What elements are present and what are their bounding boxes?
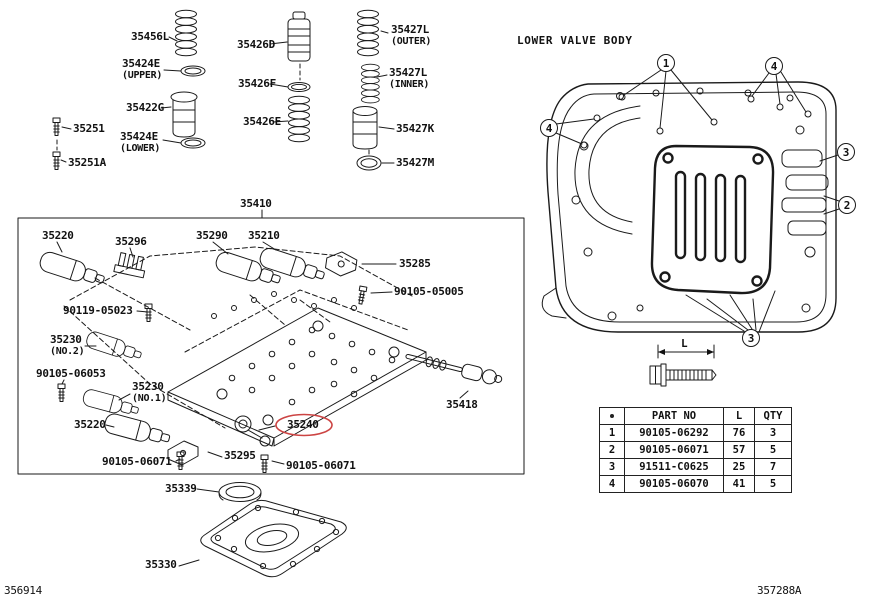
- part-label: 35251A: [68, 156, 106, 169]
- filter-plate: [650, 144, 775, 295]
- assembly-label: 35410: [240, 197, 272, 210]
- bracket-35295: [167, 440, 199, 466]
- part-label: 35230(NO.2): [50, 333, 85, 358]
- part-label: 90105-06071: [102, 455, 172, 468]
- table-row: 2 90105-06071 57 5: [599, 441, 792, 459]
- table-cell-qty: 5: [754, 441, 792, 459]
- table-cell-l: 41: [723, 475, 755, 493]
- bolt-table: PART NO L QTY 1 90105-06292 76 3 2 90105…: [599, 407, 792, 493]
- part-label: 35339: [165, 482, 197, 495]
- leader-lines-left: [60, 30, 395, 164]
- part-label-highlighted: 35240: [287, 418, 319, 431]
- table-row: 4 90105-06070 41 5: [599, 475, 792, 493]
- part-label: 35427L(INNER): [389, 66, 430, 91]
- drawing-code-right: 357288A: [757, 584, 802, 597]
- table-cell-qty: 3: [754, 424, 792, 442]
- callout-circle: [540, 119, 558, 137]
- bracket-35296: [113, 252, 146, 279]
- part-label: 35456L: [131, 30, 169, 43]
- callout-number: 3: [748, 332, 755, 345]
- part-label: 35285: [399, 257, 431, 270]
- dimension-label: L: [681, 337, 688, 350]
- part-label: 35210: [248, 229, 280, 242]
- table-row: 3 91511-C0625 25 7: [599, 458, 792, 476]
- callout-circle: [742, 329, 760, 347]
- part-label: 35418: [446, 398, 478, 411]
- seal-35339: [218, 482, 262, 502]
- part-label: 35427L(OUTER): [391, 23, 432, 48]
- highlight-oval-35240: [275, 413, 333, 437]
- part-label: 35251: [73, 122, 105, 135]
- spring-parts-drawings: [52, 9, 382, 171]
- part-label: 35422G: [126, 101, 164, 114]
- piston-35422G: [170, 91, 198, 138]
- table-cell-num: 1: [599, 424, 625, 442]
- table-cell-num: 2: [599, 441, 625, 459]
- clamp-35240: [234, 415, 271, 447]
- callout-circle: [837, 143, 855, 161]
- callout-circle: [657, 54, 675, 72]
- part-label: 35427K: [396, 122, 434, 135]
- part-label: 35295: [224, 449, 256, 462]
- part-label: 35426E: [243, 115, 281, 128]
- strainer-pan-35330: [200, 499, 347, 578]
- table-cell-qty: 5: [754, 475, 792, 493]
- corner-dot: [610, 414, 614, 418]
- callout-number: 4: [546, 122, 553, 135]
- part-label: 35426D: [237, 38, 275, 51]
- table-header-qty: QTY: [754, 407, 792, 425]
- bolt-dimension-drawing: [649, 344, 717, 387]
- table-cell-l: 76: [723, 424, 755, 442]
- drawing-code-left: 356914: [4, 584, 42, 597]
- strainer-drawing: [178, 482, 347, 578]
- shaft-35418: [405, 353, 503, 385]
- part-label: 90119-05023: [63, 304, 133, 317]
- part-label: 35220: [42, 229, 74, 242]
- table-cell-partno: 90105-06292: [624, 424, 724, 442]
- part-label: 90105-05005: [394, 285, 464, 298]
- part-label: 35290: [196, 229, 228, 242]
- valve-body-plate: [63, 246, 427, 447]
- part-label: 35424E(LOWER): [120, 130, 161, 155]
- part-label: 35296: [115, 235, 147, 248]
- oring-35426F: [287, 82, 311, 92]
- table-header-l: L: [723, 407, 755, 425]
- part-label: 35427M: [396, 156, 434, 169]
- part-label: 35220: [74, 418, 106, 431]
- table-header-row: PART NO L QTY: [599, 407, 792, 425]
- section-title: LOWER VALVE BODY: [517, 34, 633, 47]
- oring-35427M: [356, 155, 382, 171]
- table-cell-partno: 90105-06070: [624, 475, 724, 493]
- callouts: 1 4 4 3 2 3: [540, 54, 856, 347]
- table-cell-partno: 90105-06071: [624, 441, 724, 459]
- callout-number: 3: [843, 146, 850, 159]
- part-label: 35230(NO.1): [132, 380, 167, 405]
- callout-circle: [838, 196, 856, 214]
- callout-number: 1: [663, 57, 670, 70]
- table-cell-num: 3: [599, 458, 625, 476]
- valve-35426D: [287, 11, 311, 62]
- table-cell-qty: 7: [754, 458, 792, 476]
- lower-valve-body-drawing: [541, 81, 837, 333]
- part-label: 90105-06053: [36, 367, 106, 380]
- table-cell-l: 57: [723, 441, 755, 459]
- piston-35427K: [352, 106, 378, 150]
- table-header-partno: PART NO: [624, 407, 724, 425]
- callout-circle: [765, 57, 783, 75]
- callout-number: 2: [844, 199, 851, 212]
- table-cell-partno: 91511-C0625: [624, 458, 724, 476]
- part-label: 35424E(UPPER): [122, 57, 163, 82]
- table-corner-cell: [599, 407, 625, 425]
- bracket-35285: [324, 251, 358, 277]
- main-assembly-drawing: [37, 241, 503, 473]
- table-row: 1 90105-06292 76 3: [599, 424, 792, 442]
- main-assembly-box: [17, 209, 525, 475]
- table-cell-l: 25: [723, 458, 755, 476]
- callout-number: 4: [771, 60, 778, 73]
- part-label: 35330: [145, 558, 177, 571]
- part-label: 90105-06071: [286, 459, 356, 472]
- table-cell-num: 4: [599, 475, 625, 493]
- part-label: 35426F: [238, 77, 276, 90]
